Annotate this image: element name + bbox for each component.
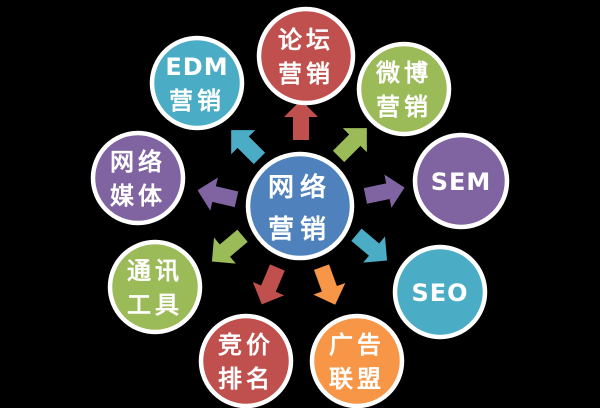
node-ad-alliance: 广告 联盟 <box>309 313 405 408</box>
node-ad-alliance-label-line2: 联盟 <box>329 365 385 393</box>
arrow-right-icon <box>363 174 405 208</box>
node-center-label-line1: 网络 <box>268 172 332 203</box>
node-web-media-circle <box>90 130 186 226</box>
node-weibo-marketing-label-line1: 微博 <box>375 59 432 87</box>
node-web-media: 网络 媒体 <box>90 130 186 226</box>
node-center-label-line2: 营销 <box>268 215 332 245</box>
arrow-down-lower-right-icon <box>313 264 346 305</box>
node-edm-marketing: EDM 营销 <box>149 35 245 131</box>
node-forum-marketing-label-line2: 营销 <box>278 60 334 88</box>
node-sem-label: SEM <box>431 168 492 196</box>
node-im-tools-label-line1: 通讯 <box>127 257 183 285</box>
node-weibo-marketing-label-line2: 营销 <box>376 93 432 121</box>
node-seo-circle <box>392 244 488 340</box>
arrow-left-icon <box>197 177 239 211</box>
node-edm-marketing-circle <box>149 35 245 131</box>
node-bidding-rank-label-line2: 排名 <box>218 365 274 393</box>
node-ad-alliance-label-line1: 广告 <box>329 331 385 359</box>
node-weibo-marketing-circle <box>356 41 452 137</box>
node-edm-marketing-label-line2: 营销 <box>169 87 225 115</box>
node-im-tools-label-line2: 工具 <box>127 291 183 319</box>
node-weibo-marketing: 微博 营销 <box>356 41 452 137</box>
arrow-down-left-icon <box>211 229 248 264</box>
node-forum-marketing-label-line1: 论坛 <box>278 26 334 54</box>
node-seo: SEO <box>392 244 488 340</box>
node-web-media-label-line1: 网络 <box>110 148 166 176</box>
node-forum-marketing: 论坛 营销 <box>256 6 356 106</box>
node-bidding-rank: 竞价 排名 <box>198 313 294 408</box>
arrow-down-lower-left-icon <box>252 264 285 305</box>
arrow-up-icon <box>284 100 318 140</box>
node-sem: SEM <box>412 132 510 230</box>
arrow-down-right-icon <box>351 228 388 263</box>
node-im-tools-circle <box>107 239 203 335</box>
node-ad-alliance-circle <box>309 313 405 408</box>
arrow-up-left-icon <box>231 130 266 165</box>
node-seo-label: SEO <box>411 279 468 307</box>
node-forum-marketing-circle <box>256 6 356 106</box>
node-bidding-rank-circle <box>198 313 294 408</box>
node-sem-circle <box>412 132 510 230</box>
node-center-network-marketing: 网络 营销 <box>245 151 355 261</box>
arrow-up-right-icon <box>332 128 367 163</box>
node-web-media-label-line2: 媒体 <box>110 182 166 210</box>
node-bidding-rank-label-line1: 竞价 <box>218 331 274 359</box>
node-edm-marketing-label-line1: EDM <box>165 53 228 81</box>
node-im-tools: 通讯 工具 <box>107 239 203 335</box>
node-center-circle <box>245 151 355 261</box>
